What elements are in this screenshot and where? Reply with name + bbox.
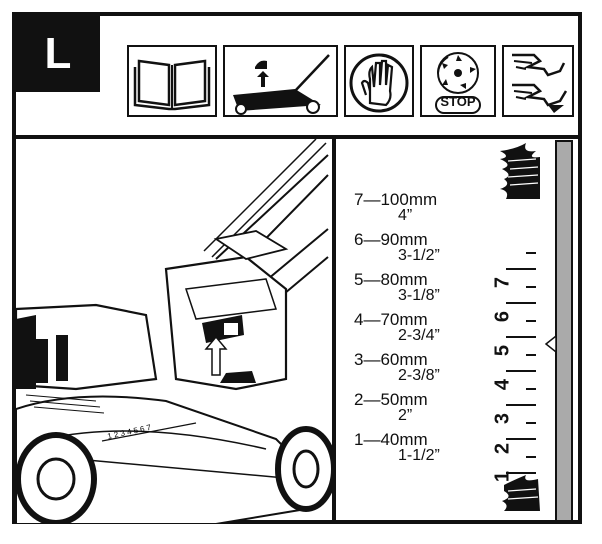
- gauge-number: 6: [491, 310, 514, 323]
- content-area: 1 2 3 4 5 6 7 7—100mm 4” 6—90mm 3-1/2” 5…: [16, 139, 578, 524]
- legend-level: 7: [354, 190, 364, 209]
- height-gauge: 7 6 5 4 3 2 1: [486, 139, 578, 524]
- legend-mm: 90mm: [380, 230, 428, 249]
- legend-inch: 2”: [398, 407, 413, 424]
- legend-row: 5—80mm 3-1/8”: [354, 270, 440, 304]
- gauge-number: 2: [491, 442, 514, 455]
- section-letter: L: [16, 16, 100, 92]
- gauge-number: 7: [491, 276, 514, 289]
- legend-mm: 60mm: [380, 350, 428, 369]
- legend-mm: 70mm: [380, 310, 428, 329]
- blade-stop-icon: STOP: [420, 45, 496, 117]
- legend-inch: 1-1/2”: [398, 447, 440, 464]
- stop-label: STOP: [440, 94, 476, 109]
- legend-row: 2—50mm 2”: [354, 390, 428, 424]
- legend-inch: 3-1/8”: [398, 287, 440, 304]
- legend-level: 4: [354, 310, 364, 329]
- height-adjust-icon: [223, 45, 338, 117]
- legend-level: 2: [354, 390, 364, 409]
- gauge-number: 4: [491, 378, 514, 391]
- legend-level: 1: [354, 430, 364, 449]
- legend-inch: 4”: [398, 207, 413, 224]
- hand-hazard-icon: [502, 45, 574, 117]
- gauge-number: 1: [491, 470, 514, 483]
- legend-row: 3—60mm 2-3/8”: [354, 350, 440, 384]
- legend-inch: 2-3/8”: [398, 367, 440, 384]
- legend-inch: 3-1/2”: [398, 247, 440, 264]
- legend-mm: 40mm: [380, 430, 428, 449]
- legend-mm: 80mm: [380, 270, 428, 289]
- gauge-number: 3: [491, 412, 514, 425]
- legend-level: 3: [354, 350, 364, 369]
- gauge-number: 5: [491, 344, 514, 357]
- legend-inch: 2-3/4”: [398, 327, 440, 344]
- legend-row: 6—90mm 3-1/2”: [354, 230, 440, 264]
- legend-mm: 100mm: [380, 190, 438, 209]
- legend-mm: 50mm: [380, 390, 428, 409]
- gloves-icon: [344, 45, 414, 117]
- header-bar: L: [16, 16, 578, 139]
- legend-row: 7—100mm 4”: [354, 190, 438, 224]
- read-manual-icon: [127, 45, 217, 117]
- legend-row: 4—70mm 2-3/4”: [354, 310, 440, 344]
- height-legend: 7—100mm 4” 6—90mm 3-1/2” 5—80mm 3-1/8” 4…: [354, 191, 504, 471]
- instruction-panel: L: [12, 12, 582, 524]
- mower-illustration: 1 2 3 4 5 6 7: [16, 139, 336, 524]
- legend-row: 1—40mm 1-1/2”: [354, 430, 440, 464]
- legend-level: 5: [354, 270, 364, 289]
- legend-level: 6: [354, 230, 364, 249]
